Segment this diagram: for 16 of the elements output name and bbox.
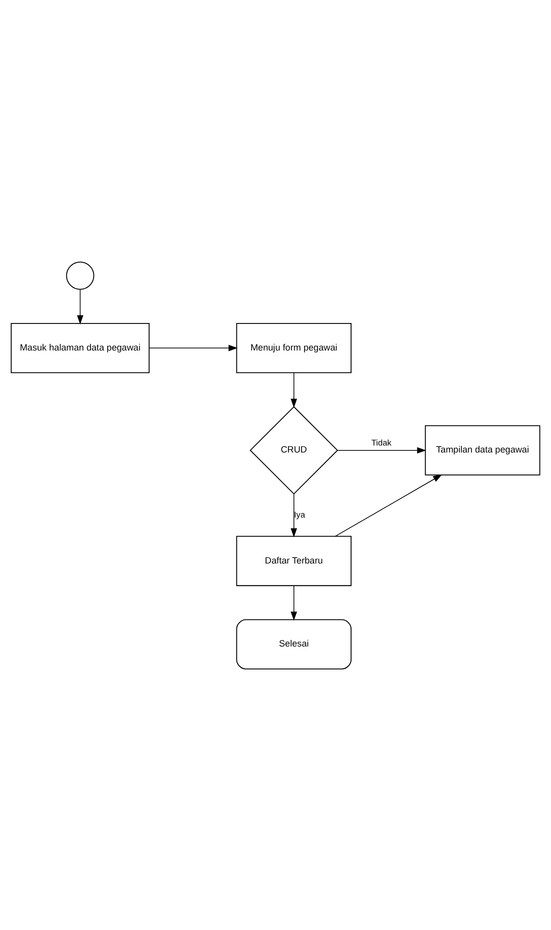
arrow [290, 584, 298, 620]
node-box: Tampilan data pegawai [424, 424, 540, 475]
arrow [337, 446, 426, 454]
arrow [290, 493, 298, 537]
arrow [148, 344, 238, 351]
node-circle [66, 261, 94, 290]
arrow [290, 372, 298, 408]
node-box: Menuju form pegawai [236, 322, 352, 373]
node-box: Masuk halaman data pegawai [10, 322, 150, 373]
node-box: Daftar Terbaru [236, 535, 352, 586]
arrow [76, 288, 84, 324]
node-diamond: CRUD [250, 406, 338, 494]
edge-label: Iya [294, 508, 306, 519]
edge-label: Tidak [371, 437, 392, 448]
node-box: Selesai [236, 618, 352, 669]
arrow [334, 474, 442, 536]
